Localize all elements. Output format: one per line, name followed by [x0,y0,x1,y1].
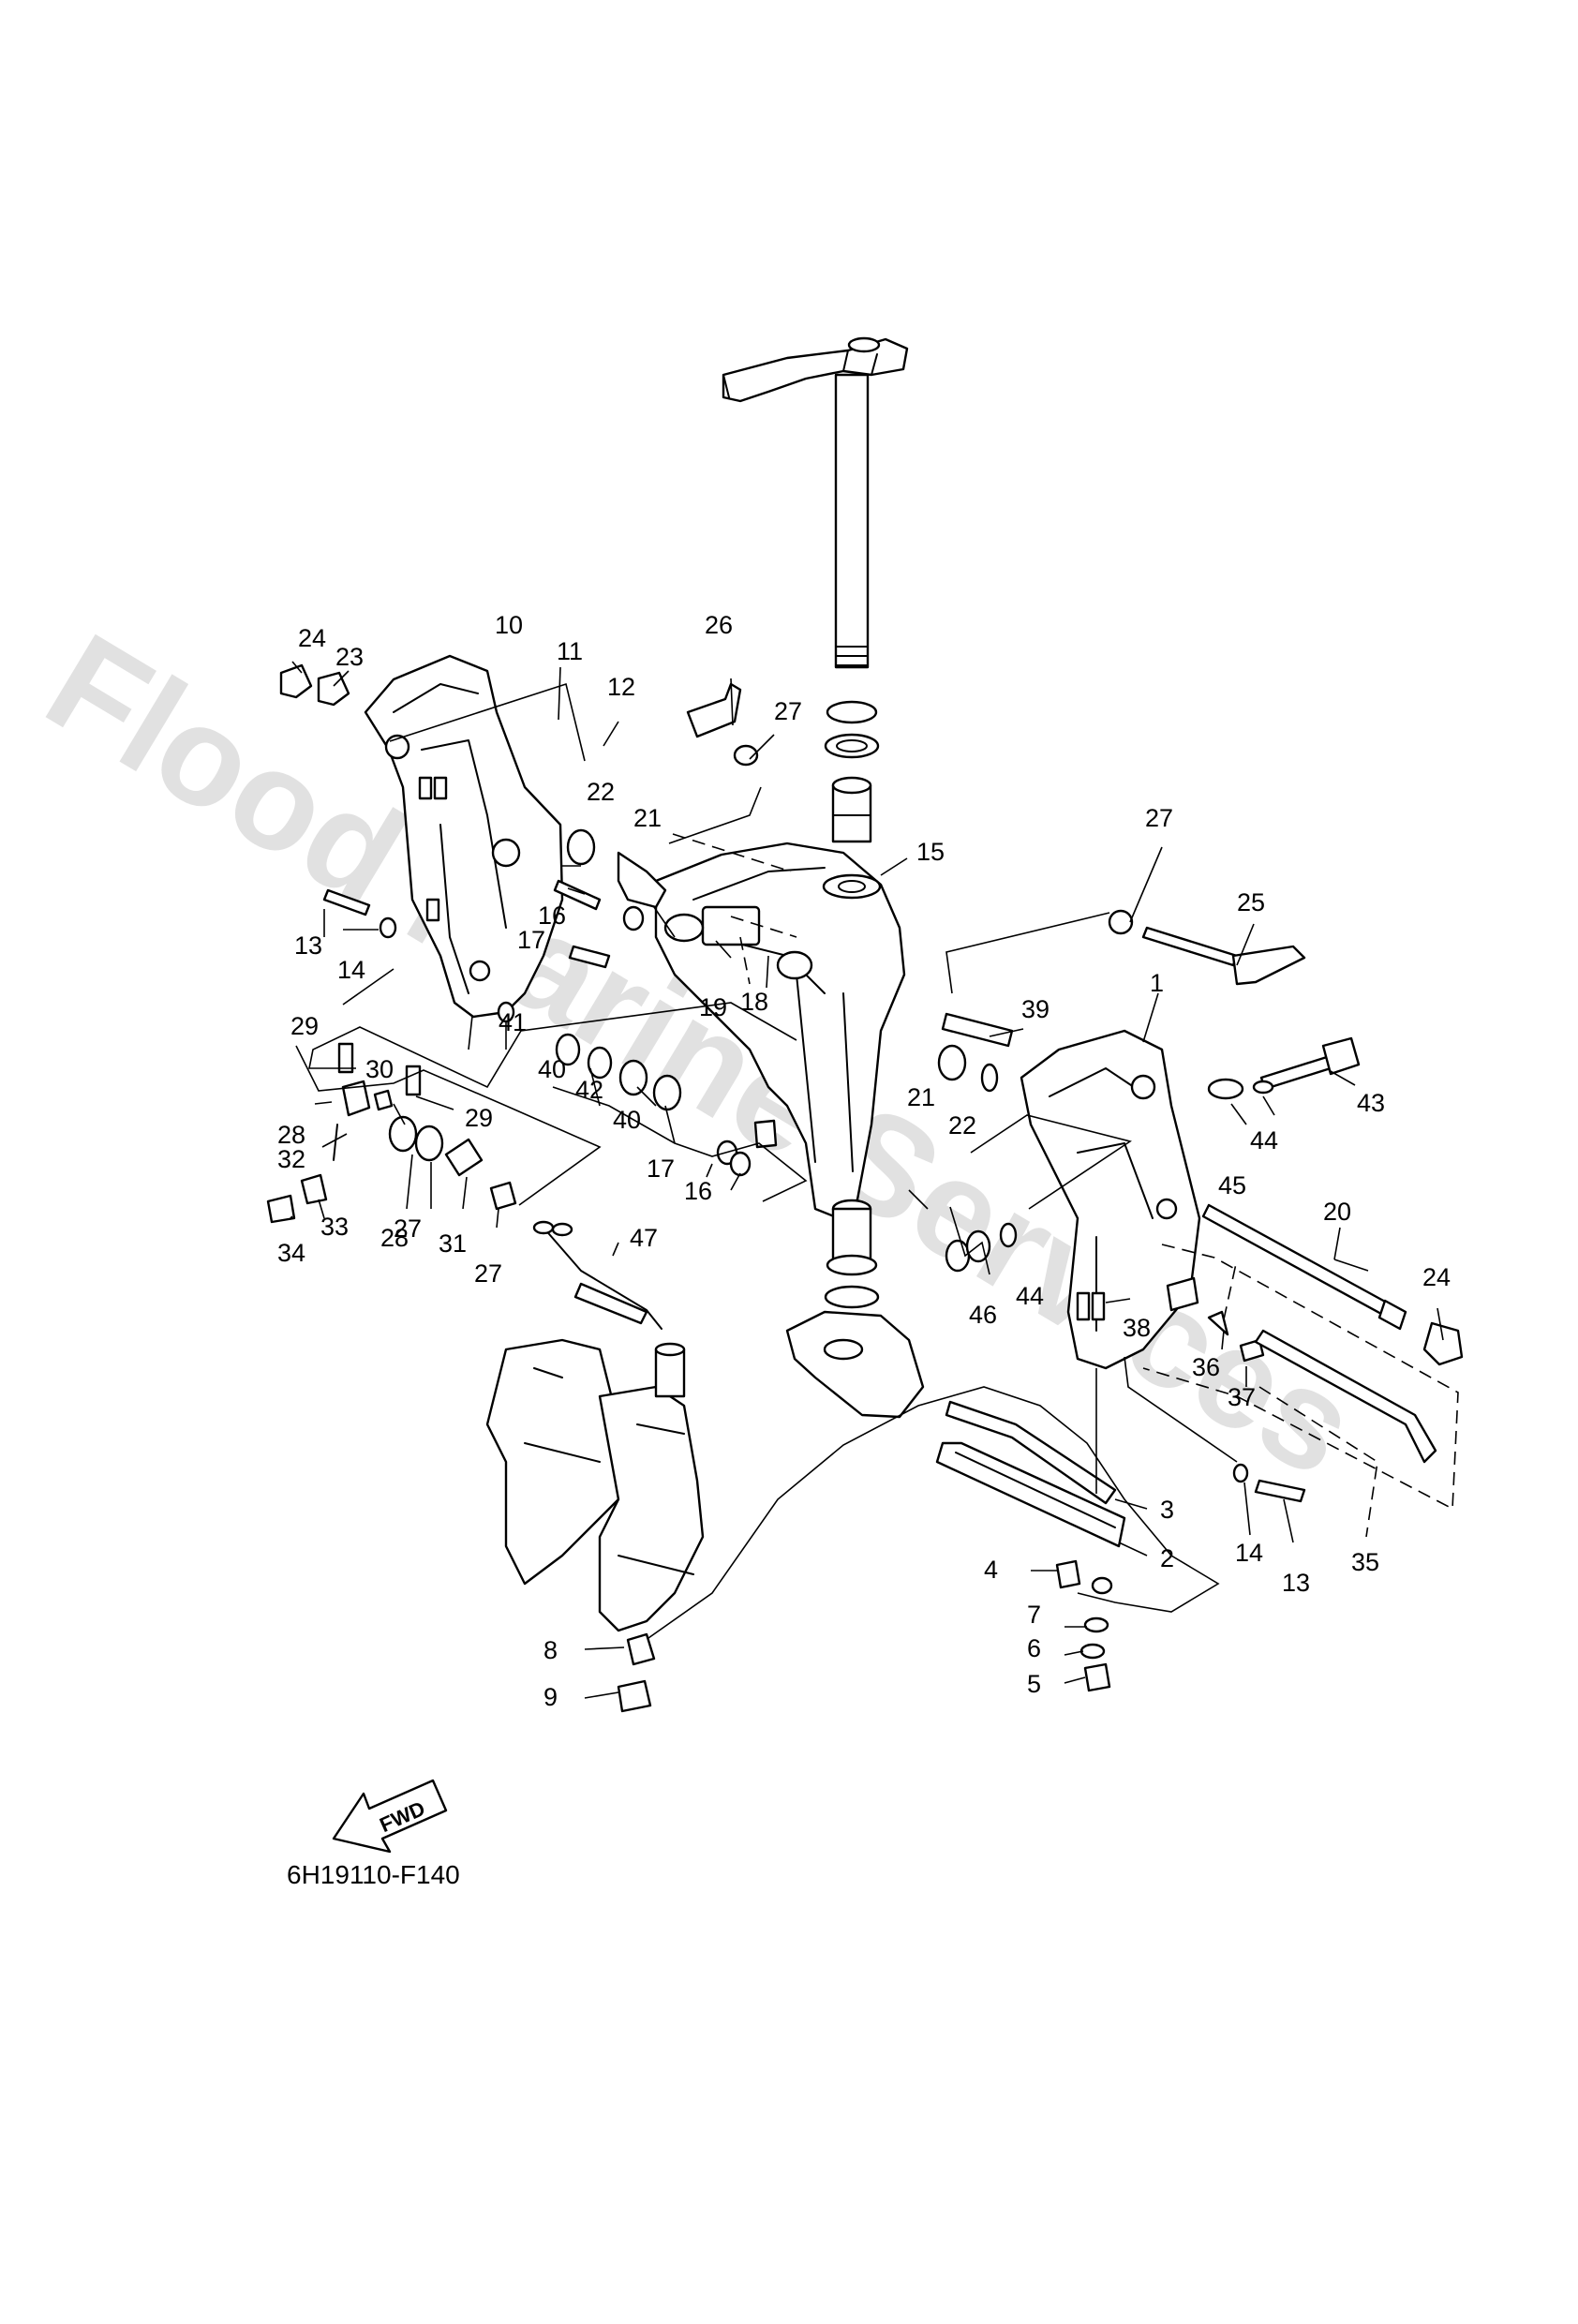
part-label: 10 [495,611,523,639]
part-label: 21 [633,804,662,832]
left-hardware [279,663,999,1177]
part-label: 17 [517,926,545,954]
tilt-tube [1201,1203,1464,1366]
part-label: 44 [1250,1126,1278,1155]
part-label: 35 [1351,1548,1379,1576]
part-label: 8 [543,1636,558,1664]
part-label: 38 [1123,1314,1151,1342]
part-label: 2 [1160,1544,1174,1572]
part-label: 29 [290,1012,319,1040]
part-label: 16 [538,901,566,930]
part-label: 37 [1228,1383,1256,1411]
part-label: 25 [1237,888,1265,916]
diagram-code: 6H19110-F140 [287,1860,460,1889]
part-label: 7 [1027,1601,1041,1629]
trim-tilt-unit [485,1338,705,1713]
part-label: 44 [1016,1282,1044,1310]
leader-lines [290,661,1459,1699]
part-label: 5 [1027,1670,1041,1698]
part-label: 43 [1357,1089,1385,1117]
part-label: 27 [1145,804,1173,832]
fwd-arrow: FWD [332,1779,448,1854]
tilt-lock-assembly [266,1042,517,1224]
part-label: 15 [916,838,945,866]
bolt-43 [1207,1036,1361,1100]
anode-plates [935,1400,1126,1548]
pivot-pin [1108,909,1306,986]
part-label: 28 [380,1224,409,1252]
clamp-bracket-right [1020,1029,1201,1370]
part-label: 13 [294,931,322,960]
part-label: 14 [337,956,365,984]
part-label: 1 [1150,969,1164,997]
part-label: 22 [587,778,615,806]
part-label: 23 [335,643,364,671]
part-label: 27 [394,1214,422,1243]
part-label: 19 [699,993,727,1021]
part-label: 14 [1235,1539,1263,1567]
rod-39 [941,1012,1014,1048]
part-label: 31 [439,1229,467,1258]
part-label: 42 [575,1076,603,1104]
part-label: 11 [557,637,583,665]
part-label: 46 [969,1301,997,1329]
part-label: 41 [499,1008,527,1036]
part-label: 13 [1282,1569,1310,1597]
part-label: 26 [705,611,733,639]
part-label: 12 [607,673,635,701]
part-label: 9 [543,1683,558,1711]
part-label: 27 [474,1259,502,1288]
part-label: 17 [647,1155,675,1183]
part-labels: 1 2 3 4 5 6 7 8 9 10 11 12 13 13 14 14 1… [277,611,1451,1711]
part-label: 40 [538,1055,566,1083]
part-label: 4 [984,1556,998,1584]
cable-47 [532,1220,662,1330]
part-label: 22 [948,1111,976,1140]
part-label: 6 [1027,1634,1041,1662]
steering-arm [722,336,909,669]
part-label: 27 [774,697,802,725]
clamp-bracket-left [364,654,564,1019]
lower-mount [785,1199,925,1419]
part-label: 20 [1323,1198,1351,1226]
part-label: 47 [630,1224,658,1252]
part-label: 30 [365,1055,394,1083]
part-label: 39 [1021,995,1050,1023]
watermark: Flood Marine Services [22,603,1382,1506]
shaft-washers [824,700,880,843]
lever-26 [686,682,742,738]
part-label: 34 [277,1239,305,1267]
part-label: 36 [1192,1353,1220,1381]
part-label: 16 [684,1177,712,1205]
part-label: 24 [1422,1263,1451,1291]
part-label: 45 [1218,1171,1246,1199]
part-label: 28 [277,1121,305,1149]
part-label: 32 [277,1145,305,1173]
part-label: 29 [465,1104,493,1132]
part-label: 24 [298,624,326,652]
part-label: 3 [1160,1496,1174,1524]
part-label: 21 [907,1083,935,1111]
part-label: 18 [740,988,768,1016]
part-label: 33 [320,1213,349,1241]
part-label: 40 [613,1106,641,1134]
